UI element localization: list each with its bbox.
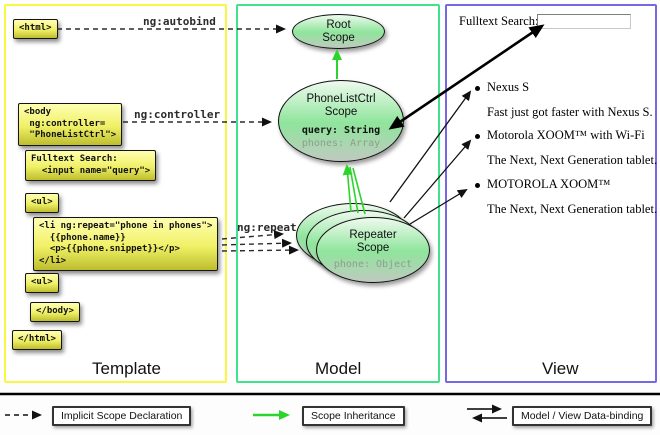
legend-scope-inheritance: Scope Inheritance <box>302 406 405 426</box>
ng-autobind-label: ng:autobind <box>143 15 216 28</box>
fulltext-search-input[interactable] <box>537 14 631 29</box>
view-item-name: MOTOROLA XOOM™ <box>487 177 611 191</box>
view-item-name: Motorola XOOM™ with Wi-Fi <box>487 128 645 142</box>
model-panel-title: Model <box>315 359 362 378</box>
view-panel <box>445 4 657 383</box>
model-panel <box>236 4 440 383</box>
phonelistctrl-scope-name: PhoneListCtrl Scope <box>306 92 376 118</box>
bullet-icon <box>475 183 480 188</box>
fulltext-search-label: Fulltext Search: <box>459 14 539 28</box>
phonelistctrl-scope-ellipse: PhoneListCtrl Scope query: String phones… <box>278 80 404 162</box>
code-ul-open: <ul> <box>25 193 59 213</box>
code-body-close: </body> <box>30 302 80 322</box>
ng-controller-label: ng:controller <box>134 108 221 121</box>
view-item-snippet: The Next, Next Generation tablet. <box>487 153 658 167</box>
ng-repeat-label: ng:repeat <box>237 221 297 234</box>
view-item-snippet: The Next, Next Generation tablet. <box>487 202 658 216</box>
scope-prop-phones: phones: Array <box>301 137 381 149</box>
root-scope-name: Root Scope <box>322 18 355 44</box>
code-html-close: </html> <box>12 330 62 350</box>
bullet-icon <box>475 134 480 139</box>
view-item-snippet: Fast just got faster with Nexus S. <box>487 105 653 119</box>
code-body-open: <body ng:controller= "PhoneListCtrl"> <box>18 103 123 146</box>
view-panel-title: View <box>542 359 579 378</box>
repeater-scope-name: Repeater Scope <box>349 229 397 254</box>
bullet-icon <box>475 86 480 91</box>
legend-model-view-data-binding: Model / View Data-binding <box>512 406 653 426</box>
code-html-open: <html> <box>13 19 58 39</box>
view-item-name: Nexus S <box>487 80 530 94</box>
scope-prop-phone: phone: Object <box>333 259 413 270</box>
code-li-repeat: <li ng:repeat="phone in phones"> {{phone… <box>33 217 219 271</box>
root-scope-ellipse: Root Scope <box>292 14 385 49</box>
code-fulltext-search: Fulltext Search: <input name="query"> <box>25 150 157 181</box>
template-panel-title: Template <box>92 359 161 378</box>
repeater-scope-ellipse-front: Repeater Scope phone: Object <box>316 217 430 283</box>
scope-prop-query: query: String <box>301 124 381 136</box>
code-ul-open-2: <ul> <box>25 273 59 293</box>
legend-implicit-scope-declaration: Implicit Scope Declaration <box>52 406 192 426</box>
